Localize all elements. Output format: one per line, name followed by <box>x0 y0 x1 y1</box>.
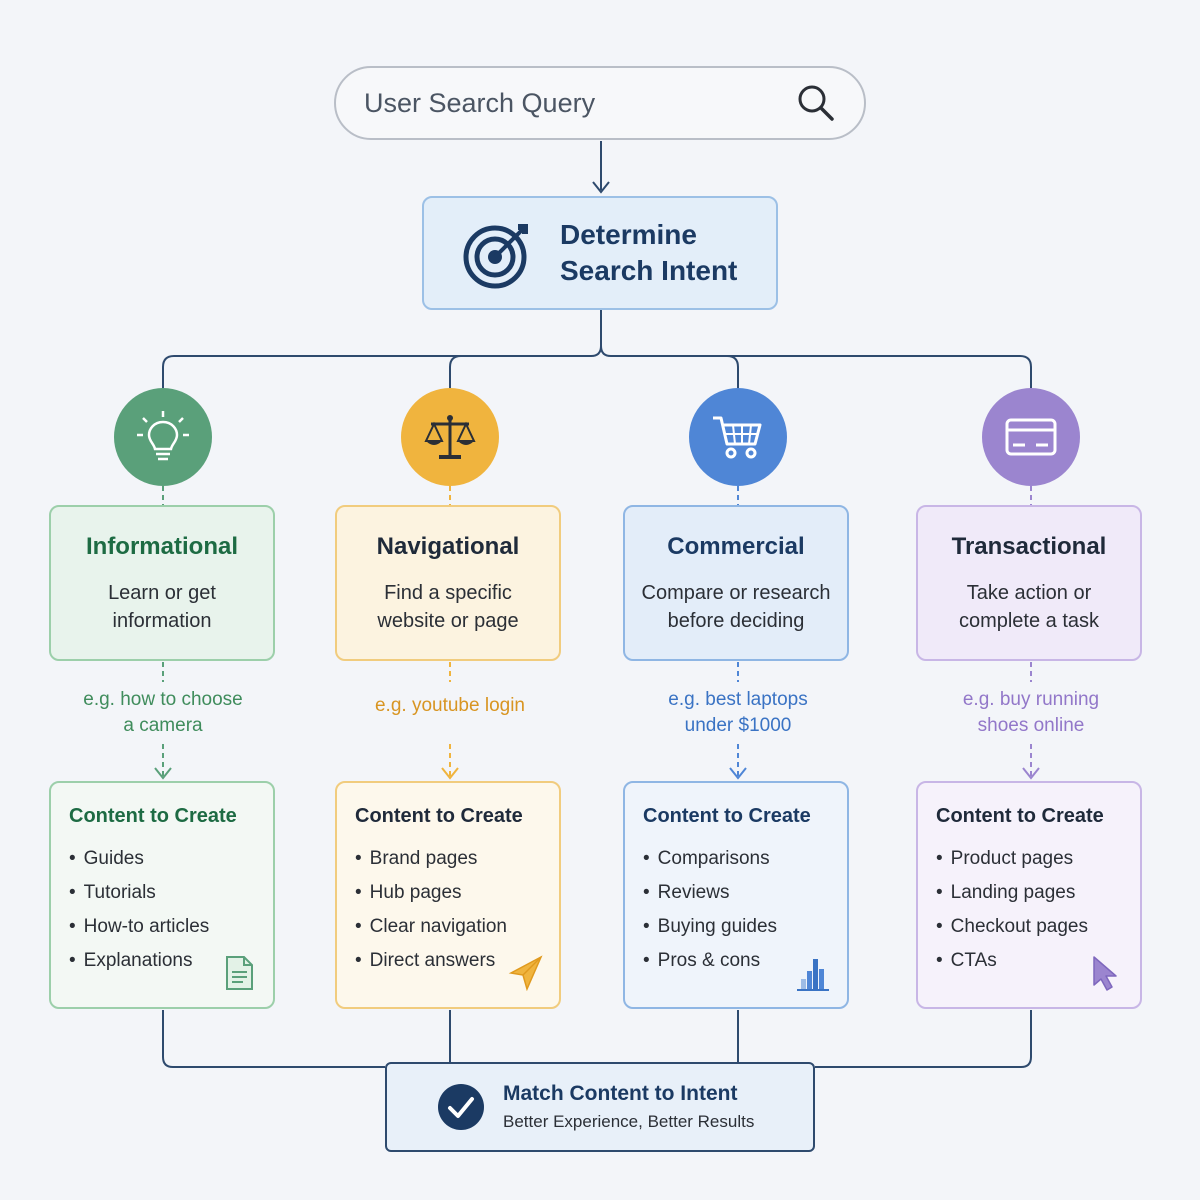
list-item: CTAs <box>936 944 1140 978</box>
cursor-icon <box>1093 956 1117 991</box>
check-circle-icon <box>438 1084 484 1130</box>
informational-example-line2: a camera <box>123 715 203 736</box>
bar-chart-icon <box>797 959 829 991</box>
navigational-desc-line1: Find a specific <box>384 582 512 604</box>
commercial-desc-line1: Compare or research <box>641 582 831 604</box>
commercial-content-card: Content to Create Comparisons Reviews Bu… <box>623 781 849 1009</box>
list-item: How-to articles <box>69 910 273 944</box>
transactional-card: Transactional Take action or complete a … <box>916 505 1142 661</box>
navigational-example-line1: e.g. youtube login <box>374 695 525 716</box>
navigational-card: Navigational Find a specific website or … <box>335 505 561 661</box>
transactional-example-line2: shoes online <box>977 715 1085 736</box>
credit-card-icon <box>1005 418 1057 456</box>
lightbulb-circle <box>114 388 212 486</box>
target-icon <box>463 224 528 289</box>
list-item: Product pages <box>936 842 1140 876</box>
content-heading: Content to Create <box>355 805 523 827</box>
commercial-example-line1: e.g. best laptops <box>668 689 808 710</box>
informational-content-card: Content to Create Guides Tutorials How-t… <box>49 781 275 1009</box>
search-icon <box>798 85 834 121</box>
list-item: Direct answers <box>355 944 559 978</box>
list-item: Reviews <box>643 876 847 910</box>
navigational-content-card: Content to Create Brand pages Hub pages … <box>335 781 561 1009</box>
navigational-title: Navigational <box>376 533 520 560</box>
list-item: Tutorials <box>69 876 273 910</box>
informational-card: Informational Learn or get information <box>49 505 275 661</box>
list-item: Comparisons <box>643 842 847 876</box>
match-title: Match Content to Intent <box>503 1082 738 1105</box>
list-item: Checkout pages <box>936 910 1140 944</box>
content-heading: Content to Create <box>69 805 237 827</box>
match-content-box: Match Content to Intent Better Experienc… <box>385 1062 815 1152</box>
navigational-example: e.g. youtube login <box>320 693 580 719</box>
intent-title-line1: Determine <box>560 219 697 250</box>
transactional-example: e.g. buy running shoes online <box>901 687 1161 739</box>
commercial-example-line2: under $1000 <box>684 715 792 736</box>
commercial-example: e.g. best laptops under $1000 <box>608 687 868 739</box>
commercial-desc-line2: before deciding <box>667 610 805 632</box>
credit-card-circle <box>982 388 1080 486</box>
scales-circle <box>401 388 499 486</box>
informational-example: e.g. how to choose a camera <box>33 687 293 739</box>
informational-example-line1: e.g. how to choose <box>83 689 243 710</box>
list-item: Guides <box>69 842 273 876</box>
list-item: Brand pages <box>355 842 559 876</box>
shopping-cart-circle <box>689 388 787 486</box>
document-icon <box>226 956 253 990</box>
transactional-desc-line1: Take action or <box>966 582 1092 604</box>
commercial-title: Commercial <box>667 533 805 560</box>
list-item: Pros & cons <box>643 944 847 978</box>
informational-desc-line1: Learn or get <box>108 582 216 604</box>
determine-intent-box: Determine Search Intent <box>422 196 778 310</box>
transactional-example-line1: e.g. buy running <box>962 689 1100 710</box>
match-subtitle: Better Experience, Better Results <box>503 1112 755 1131</box>
search-placeholder: User Search Query <box>364 87 596 118</box>
shopping-cart-icon <box>713 416 762 459</box>
transactional-title: Transactional <box>951 533 1107 560</box>
commercial-card: Commercial Compare or research before de… <box>623 505 849 661</box>
list-item: Explanations <box>69 944 273 978</box>
scales-icon <box>424 415 476 459</box>
list-item: Clear navigation <box>355 910 559 944</box>
pointer-arrow-icon <box>508 955 543 991</box>
navigational-desc-line2: website or page <box>377 610 519 632</box>
lightbulb-icon <box>137 411 189 461</box>
content-heading: Content to Create <box>936 805 1104 827</box>
transactional-content-card: Content to Create Product pages Landing … <box>916 781 1142 1009</box>
list-item: Landing pages <box>936 876 1140 910</box>
intent-title-line2: Search Intent <box>560 255 738 286</box>
list-item: Hub pages <box>355 876 559 910</box>
informational-desc-line2: information <box>112 610 212 632</box>
informational-title: Informational <box>85 533 238 560</box>
list-item: Buying guides <box>643 910 847 944</box>
search-bar[interactable]: User Search Query <box>334 66 866 140</box>
content-heading: Content to Create <box>643 805 811 827</box>
transactional-desc-line2: complete a task <box>958 610 1100 632</box>
